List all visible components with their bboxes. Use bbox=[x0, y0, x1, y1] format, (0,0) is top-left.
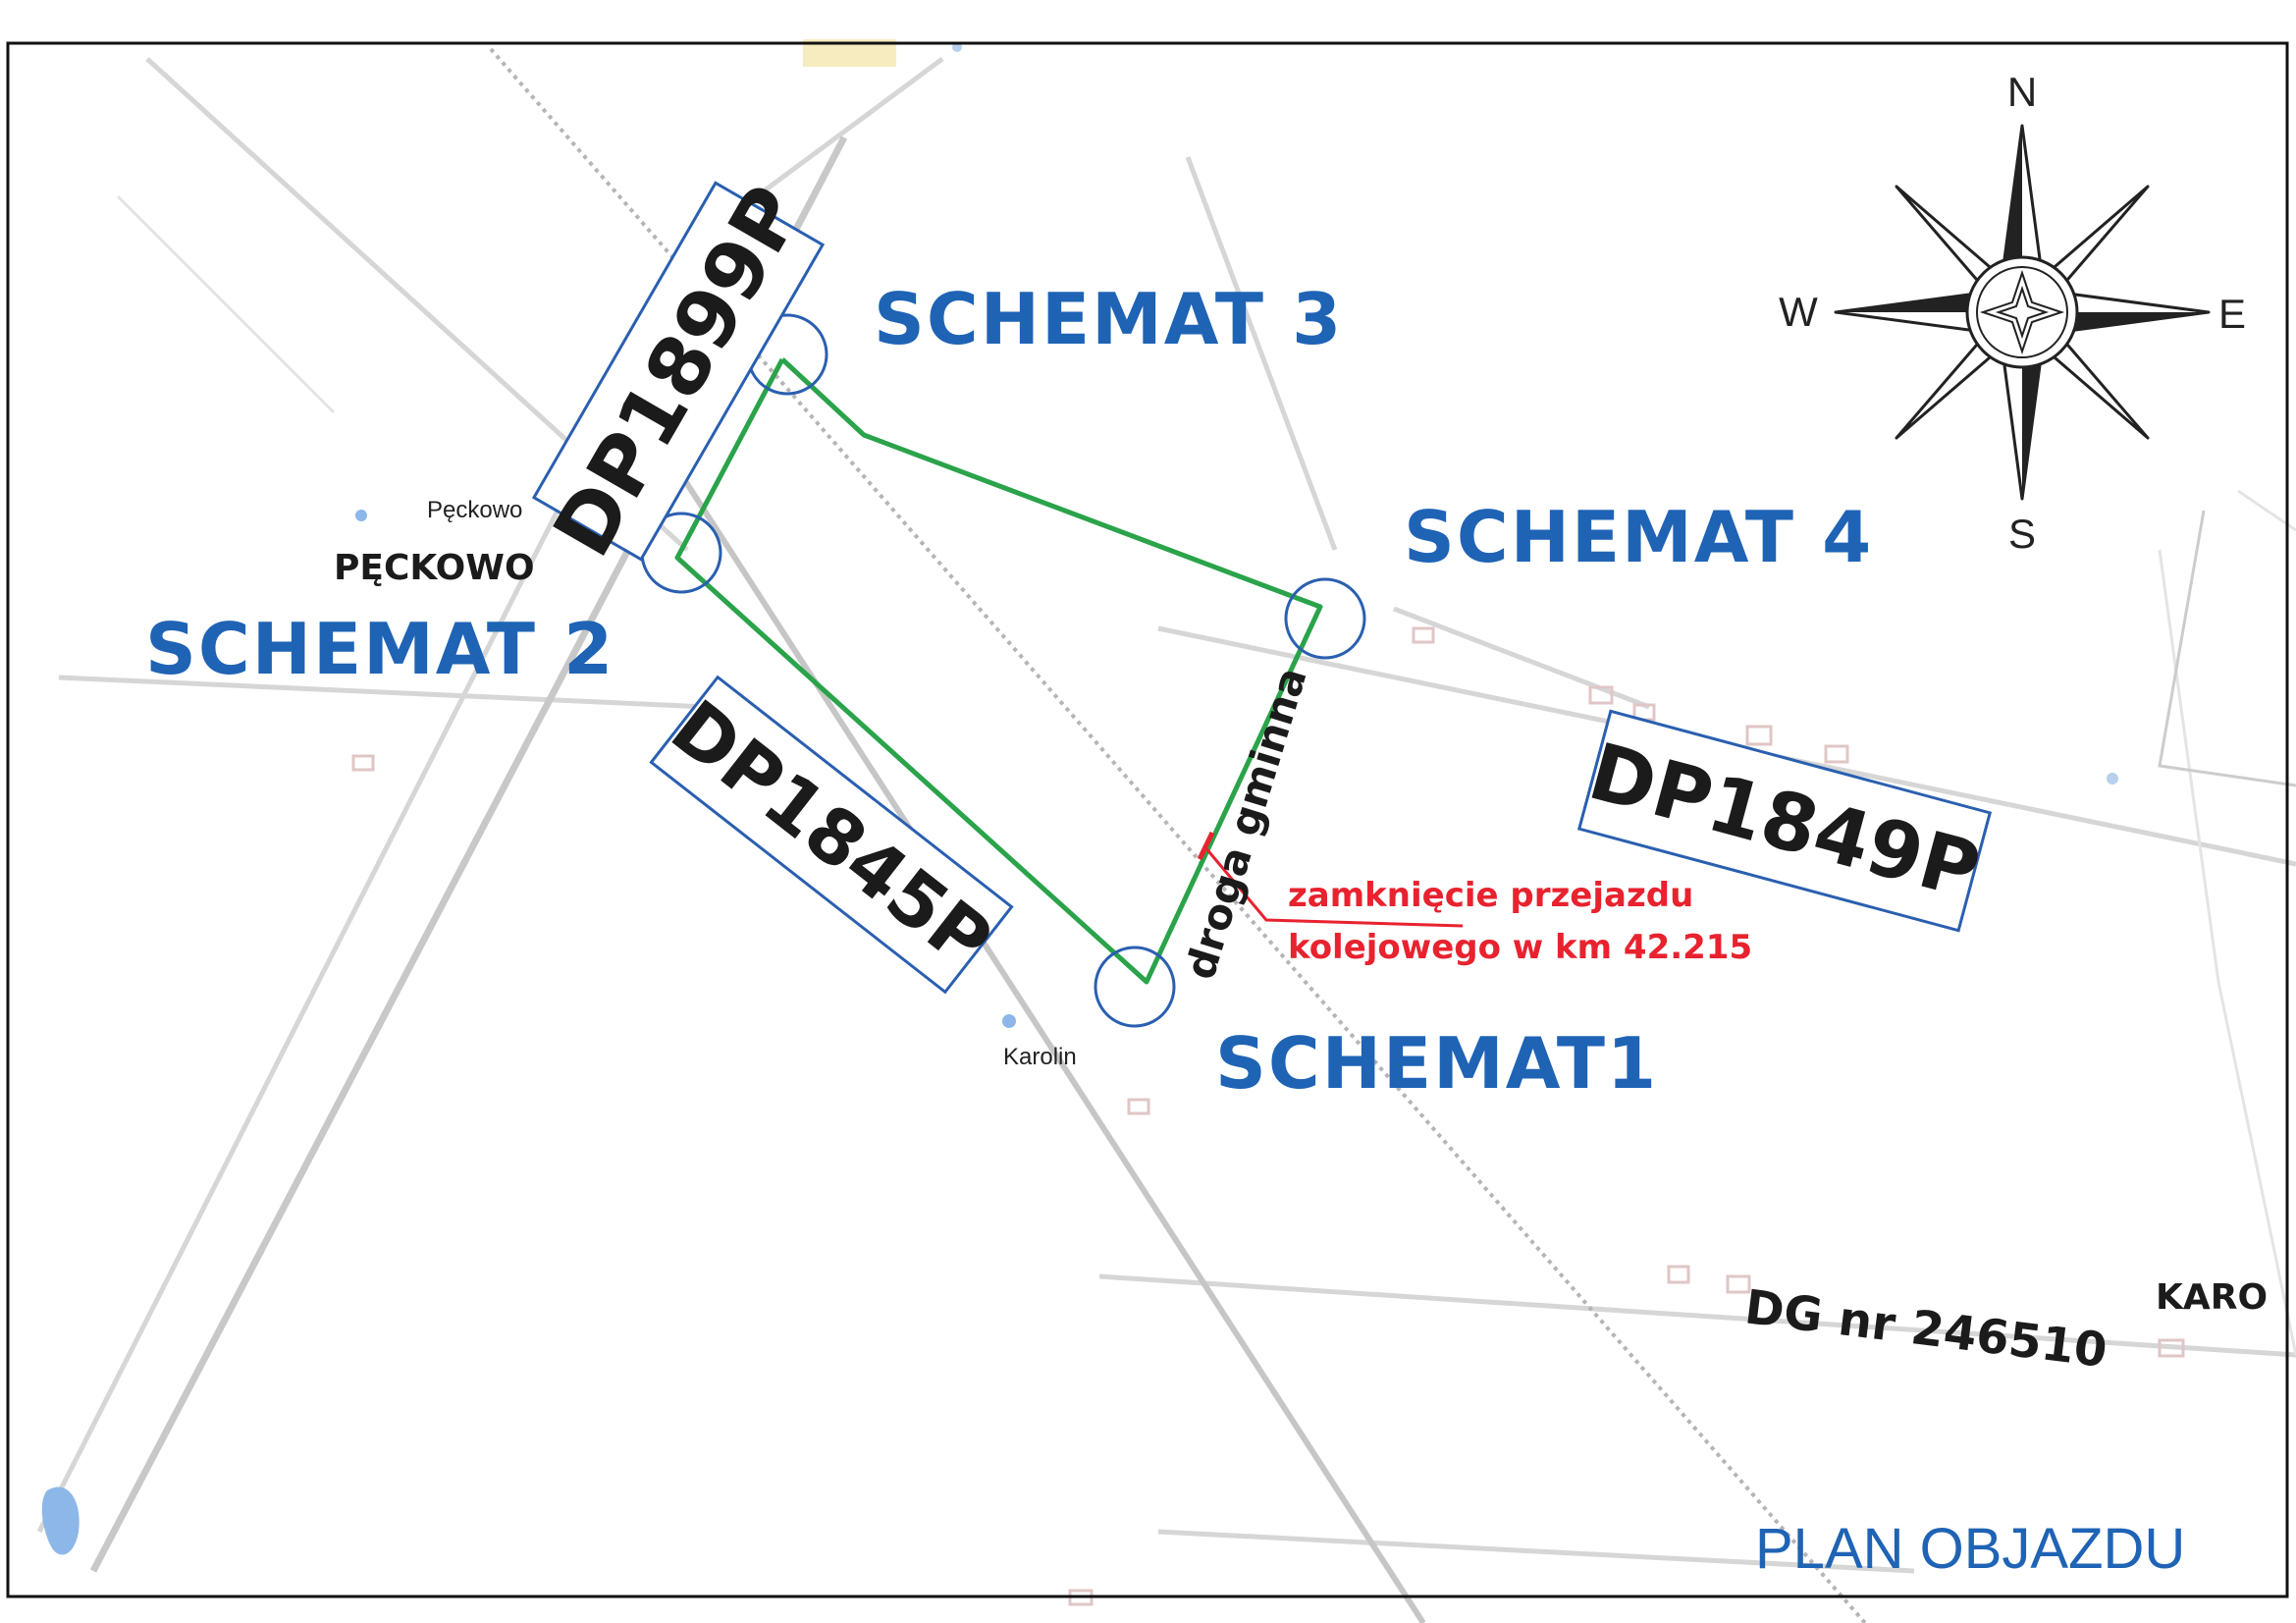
detour-route bbox=[674, 357, 1323, 985]
scheme-label-3: SCHEMAT 3 bbox=[874, 278, 1343, 360]
place-label-karolin-small: Karolin bbox=[1003, 1044, 1077, 1070]
place-label-peckowo: PĘCKOWO bbox=[334, 548, 535, 588]
scheme-label-4: SCHEMAT 4 bbox=[1404, 496, 1873, 578]
compass-w: W bbox=[1779, 289, 1818, 335]
compass-rose: N S W E bbox=[1779, 69, 2246, 557]
place-label-peckowo-small: Pęckowo bbox=[427, 497, 522, 523]
compass-n: N bbox=[2007, 69, 2037, 115]
closure-text-line2: kolejowego w km 42.215 bbox=[1288, 928, 1752, 967]
junction-circle-4 bbox=[1284, 577, 1366, 660]
place-label-karo: KARO bbox=[2156, 1277, 2268, 1318]
compass-s: S bbox=[2008, 511, 2036, 557]
plan-title: PLAN OBJAZDU bbox=[1755, 1517, 2185, 1581]
scheme-label-1: SCHEMAT1 bbox=[1215, 1022, 1658, 1105]
scheme-label-2: SCHEMAT 2 bbox=[145, 608, 614, 690]
road-box-dp1849: DP1849P bbox=[1576, 709, 1993, 933]
closure-leader-line bbox=[1202, 845, 1464, 928]
compass-e: E bbox=[2218, 291, 2246, 337]
map-base bbox=[36, 39, 2296, 1623]
junction-circle-1 bbox=[1094, 946, 1176, 1028]
closure-text-line1: zamknięcie przejazdu bbox=[1288, 876, 1693, 915]
